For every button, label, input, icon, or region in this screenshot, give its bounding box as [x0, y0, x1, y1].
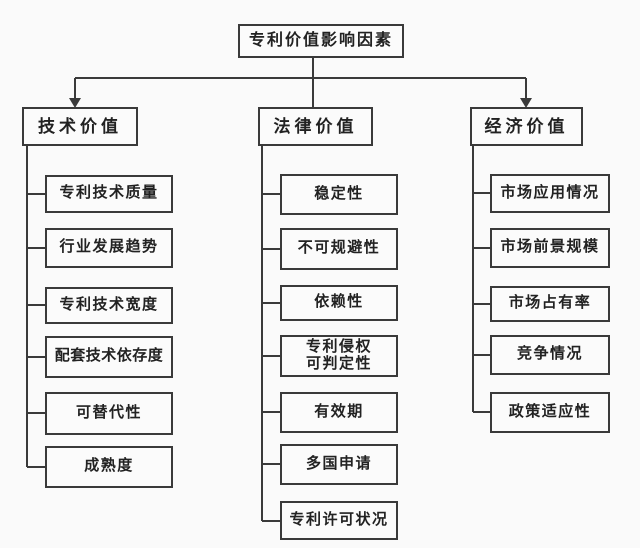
node-competition: 竞争情况 [490, 335, 610, 375]
root-connector [74, 58, 527, 107]
node-patent-tech-breadth: 专利技术宽度 [45, 287, 173, 324]
node-multi-country-filing: 多国申请 [280, 444, 398, 485]
node-policy-adaptability: 政策适应性 [490, 392, 610, 433]
node-supporting-tech-dependence: 配套技术依存度 [45, 336, 173, 378]
node-non-circumventability: 不可规避性 [280, 228, 398, 270]
node-market-share: 市场占有率 [490, 286, 610, 322]
node-stability: 稳定性 [280, 174, 398, 215]
node-substitutability: 可替代性 [45, 392, 173, 435]
node-market-application: 市场应用情况 [490, 174, 610, 213]
node-economic-value: 经济价值 [470, 107, 583, 146]
node-dependency: 依赖性 [280, 285, 398, 321]
technical-branch-connector [26, 146, 45, 468]
node-patent-tech-quality: 专利技术质量 [45, 175, 173, 213]
node-licensing-status: 专利许可状况 [280, 501, 398, 540]
node-market-prospect-scale: 市场前景规模 [490, 228, 610, 268]
legal-branch-connector [261, 146, 280, 522]
node-patent-value-factors: 专利价值影响因素 [238, 24, 404, 58]
node-industry-trend: 行业发展趋势 [45, 228, 173, 268]
node-technical-value: 技术价值 [22, 107, 138, 146]
node-infringement-determinability: 专利侵权 可判定性 [280, 335, 398, 377]
node-validity-period: 有效期 [280, 392, 398, 433]
node-legal-value: 法律价值 [258, 107, 373, 146]
economic-branch-connector [472, 146, 490, 413]
node-maturity: 成熟度 [45, 446, 173, 488]
